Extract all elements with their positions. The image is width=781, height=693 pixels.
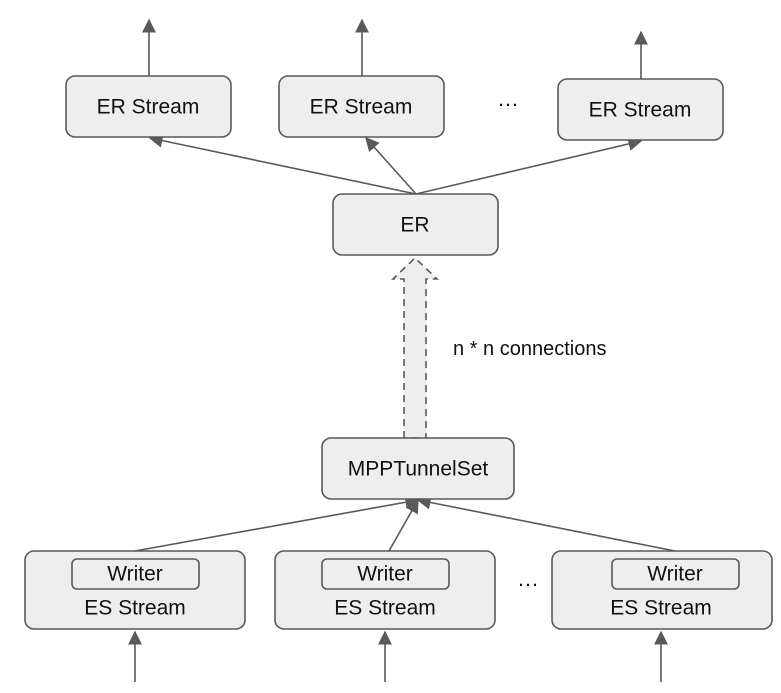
es-stream-box-2: Writer ES Stream: [274, 550, 496, 630]
er-stream-label: ER Stream: [589, 99, 692, 122]
er-stream-box-1: ER Stream: [65, 75, 232, 138]
tunnelset-label: MPPTunnelSet: [348, 458, 489, 481]
er-streams-ellipsis: ···: [498, 93, 519, 116]
er-stream-label: ER Stream: [310, 96, 413, 119]
er-label: ER: [400, 214, 429, 237]
es-stream-label: ES Stream: [334, 597, 436, 620]
er-stream-box-2: ER Stream: [278, 75, 445, 138]
writer-label: Writer: [357, 563, 413, 586]
er-to-er-stream-1-arrow: [148, 133, 417, 195]
connections-annotation: n * n connections: [453, 338, 606, 360]
er-to-er-stream-2-arrow: [365, 136, 417, 195]
es-stream-label: ES Stream: [610, 597, 712, 620]
writer-label: Writer: [107, 563, 163, 586]
writer-box: Writer: [321, 558, 450, 590]
er-stream-box-3: ER Stream: [557, 78, 724, 141]
es-stream-box-3: Writer ES Stream: [551, 550, 773, 630]
writer-box: Writer: [611, 558, 740, 590]
tunnelset-box: MPPTunnelSet: [321, 437, 515, 500]
er-to-er-stream-3-arrow: [415, 137, 643, 195]
er-box: ER: [332, 193, 499, 256]
writer-label: Writer: [647, 563, 703, 586]
er-stream-label: ER Stream: [97, 96, 200, 119]
es-stream-box-1: Writer ES Stream: [24, 550, 246, 630]
n-by-n-connections-arrow: [391, 256, 439, 439]
es-stream-3-to-tunnelset-arrow: [416, 495, 676, 552]
es-streams-ellipsis: ···: [518, 573, 539, 596]
es-stream-1-to-tunnelset-arrow: [134, 495, 420, 552]
writer-box: Writer: [71, 558, 200, 590]
es-stream-2-to-tunnelset-arrow: [384, 498, 419, 559]
es-stream-label: ES Stream: [84, 597, 186, 620]
